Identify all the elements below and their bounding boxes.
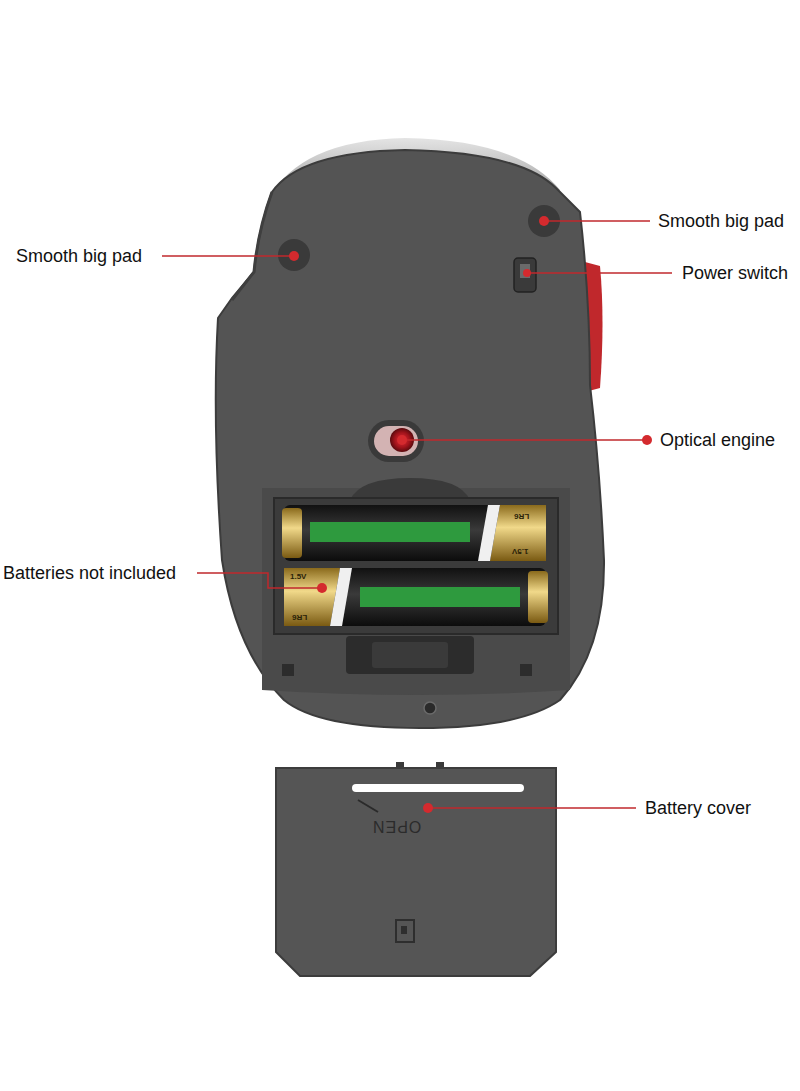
cover-slot [352, 784, 524, 792]
callout-dots [289, 216, 652, 813]
battery-stripe-white [478, 505, 500, 561]
bay-slot [520, 664, 532, 676]
leader-line [527, 272, 672, 274]
leader-line [402, 439, 645, 441]
sensor-well [368, 420, 424, 462]
bay-window [346, 636, 474, 674]
cover-icon [401, 926, 407, 934]
callout-dot [423, 803, 433, 813]
callout-dot [289, 251, 299, 261]
callout-label: Smooth big pad [16, 245, 142, 267]
leader-line [162, 255, 290, 257]
leader-lines [162, 221, 672, 808]
screw-hole [424, 702, 436, 714]
battery-cover [276, 768, 556, 976]
battery-marking: LR6 [292, 613, 307, 622]
callout-dot [317, 583, 327, 593]
callout-label: Batteries not included [3, 562, 176, 584]
callout-label: Battery cover [645, 797, 751, 819]
battery-stripe-white [330, 568, 352, 626]
callout-label: Power switch [682, 262, 788, 284]
callout-dot [539, 216, 549, 226]
battery-stripe [310, 522, 470, 542]
mouse-body [216, 150, 604, 728]
battery-marking: 1.5V [290, 572, 306, 581]
battery [284, 568, 546, 626]
power-switch [514, 258, 536, 292]
battery-stripe [360, 587, 520, 607]
callout-dot [523, 269, 531, 277]
battery-cap [282, 508, 302, 558]
callout-label: Optical engine [660, 429, 775, 451]
callout-label: Smooth big pad [658, 210, 784, 232]
leader-line [548, 220, 650, 222]
bay-window-inner [372, 642, 448, 668]
compartment-frame [262, 488, 570, 695]
compartment-notch [350, 478, 470, 500]
cover-icon [396, 920, 414, 942]
callout-dot [397, 435, 407, 445]
pad [278, 239, 310, 271]
switch-knob [520, 264, 530, 278]
body-edge [232, 192, 272, 300]
battery-marking: LR6 [514, 512, 529, 521]
battery [284, 505, 546, 561]
sensor-window [374, 426, 418, 456]
battery-marking: 1.5V [512, 547, 528, 556]
cover-marking: OPEN [372, 817, 421, 835]
bay-slot [282, 664, 294, 676]
leader-line [428, 807, 636, 809]
battery-bay [274, 498, 558, 634]
cover-arrow [358, 800, 378, 812]
battery-cap [528, 571, 548, 623]
callout-dot [642, 435, 652, 445]
